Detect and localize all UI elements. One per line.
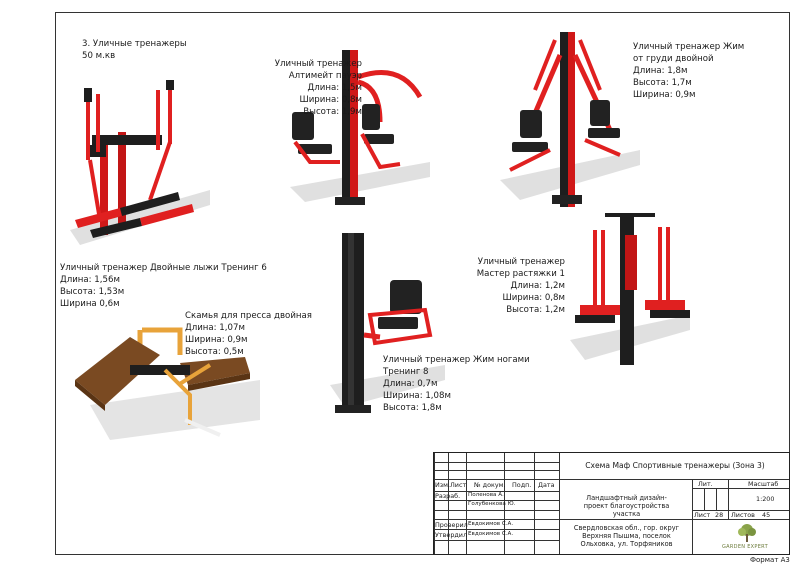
role-developer: Разраб. bbox=[435, 492, 461, 500]
title-block: Схема Маф Спортивные тренажеры (Зона 3) … bbox=[433, 452, 790, 555]
ultimate-power-label: Уличный тренажер Алтимейт пауэр Длина: 1… bbox=[274, 59, 362, 117]
header-list: Лист bbox=[450, 481, 467, 489]
checker-name: Евдокимов С.А. bbox=[468, 521, 514, 527]
double-ski-label: Уличный тренажер Двойные лыжи Тренинг 6 … bbox=[60, 263, 267, 309]
sheets-total: 45 bbox=[762, 511, 771, 519]
format-label: Формат А3 bbox=[750, 556, 790, 564]
sheet-label: Лист bbox=[694, 511, 711, 519]
lit-label: Лит. bbox=[698, 480, 713, 488]
role-approver: Утвердил bbox=[435, 531, 468, 539]
role-checker: Проверил bbox=[435, 521, 468, 529]
double-chest-press-illustration bbox=[500, 32, 640, 207]
garden-expert-logo-text: GARDEN EXPERT bbox=[722, 544, 768, 550]
zone-label: 3. Уличные тренажеры 50 м.кв bbox=[82, 39, 187, 61]
abs-bench-label: Скамья для пресса двойная Длина: 1,07м Ш… bbox=[185, 311, 312, 357]
leg-press-label: Уличный тренажер Жим ногами Тренинг 8 Дл… bbox=[383, 355, 530, 413]
stretching-master-label: Уличный тренажер Мастер растяжки 1 Длина… bbox=[476, 257, 565, 315]
project-title: Ландшафтный дизайн-проект благоустройств… bbox=[583, 494, 670, 518]
double-ski-trainer-illustration bbox=[70, 80, 210, 245]
header-izm: Изм. bbox=[435, 481, 451, 489]
chest-press-label: Уличный тренажер Жим от груди двойной Дл… bbox=[633, 42, 745, 100]
approver-name: Евдокимов С.А. bbox=[468, 531, 514, 537]
garden-expert-tree-icon bbox=[738, 524, 756, 542]
drawing-frame bbox=[55, 12, 790, 555]
sheet-number: 28 bbox=[715, 511, 724, 519]
header-doc: № докум. bbox=[474, 481, 506, 489]
leg-press-illustration bbox=[330, 233, 445, 413]
header-sign: Подп. bbox=[512, 481, 532, 489]
sheet-title: Схема Маф Спортивные тренажеры (Зона 3) bbox=[585, 461, 765, 470]
ultimate-power-trainer-illustration bbox=[290, 50, 430, 205]
stretching-master-illustration bbox=[570, 213, 690, 365]
scale-label: Масштаб bbox=[748, 480, 779, 488]
developer-name: Поленова А. bbox=[468, 492, 504, 498]
header-date: Дата bbox=[538, 481, 555, 489]
extra-name: Голубенкова Ю. bbox=[468, 501, 516, 507]
sheets-total-label: Листов bbox=[731, 511, 755, 519]
double-abs-bench-illustration bbox=[75, 327, 260, 440]
project-address: Свердловская обл., гор. округ Верхняя Пы… bbox=[573, 524, 680, 548]
scale-value: 1:200 bbox=[756, 495, 775, 503]
